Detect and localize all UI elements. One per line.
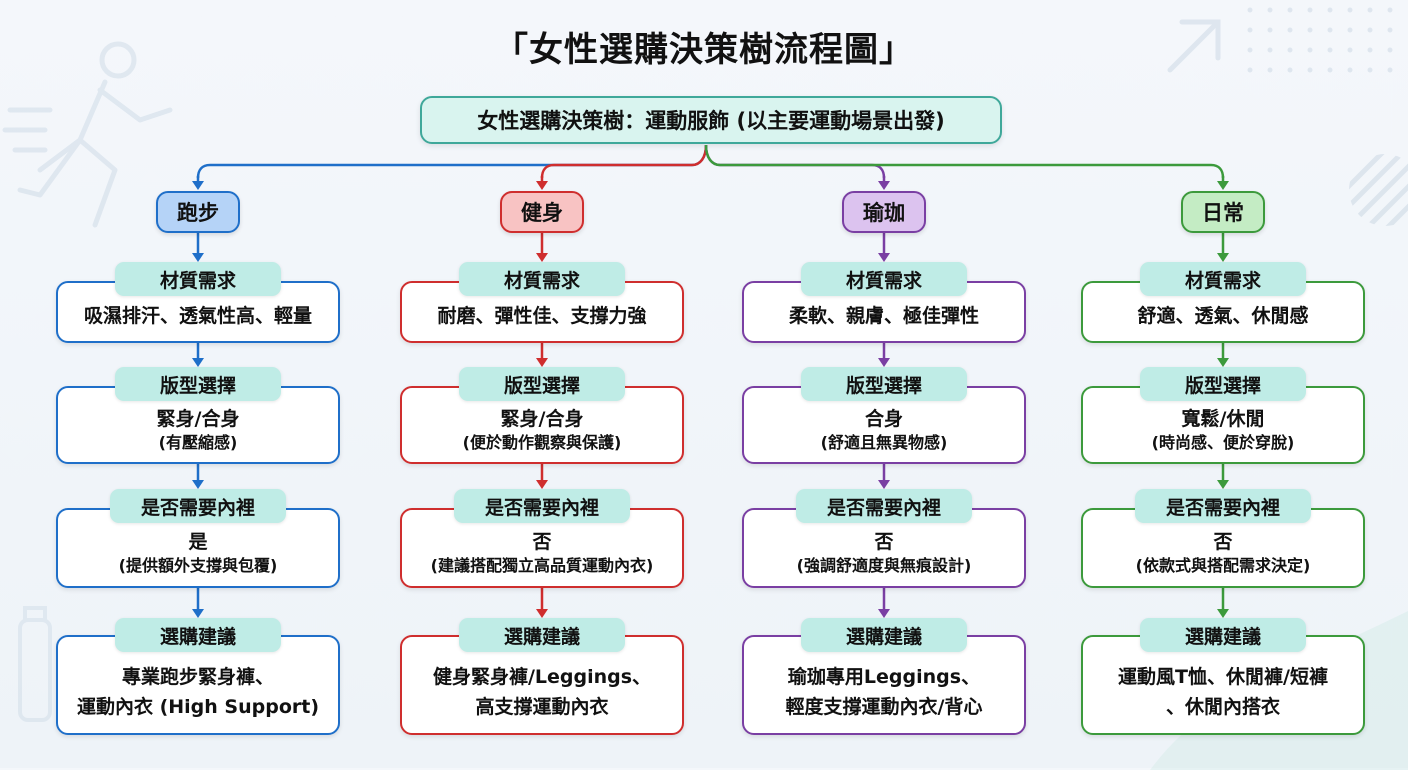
step-arrow-daily-2-head (1217, 480, 1229, 489)
branch-arrow-fitness-head (536, 181, 548, 190)
fitness-fit-label: 版型選擇 (459, 367, 625, 401)
inner-note: (強調舒適度與無痕設計) (796, 556, 972, 575)
material-text: 吸濕排汗、透氣性高、輕量 (83, 305, 312, 327)
step-arrow-daily-0-head (1217, 253, 1229, 262)
root-connector-fitness (540, 144, 708, 179)
root-connector-daily (704, 144, 1225, 179)
step-arrow-running-1-head (192, 358, 204, 367)
daily-advice-label: 選購建議 (1140, 618, 1306, 652)
daily-inner-label: 是否需要內裡 (1135, 489, 1311, 523)
step-arrow-daily-3-head (1217, 609, 1229, 618)
branch-arrow-daily-head (1217, 181, 1229, 190)
advice-line-2: 運動內衣 (High Support) (76, 696, 320, 718)
running-material-label: 材質需求 (115, 262, 281, 296)
branch-daily: 日常 (1181, 191, 1265, 233)
branch-arrow-yoga-head (878, 181, 890, 190)
fit-value: 合身 (864, 408, 903, 430)
branch-arrow-running-head (192, 181, 204, 190)
inner-note: (提供額外支撐與包覆) (118, 556, 278, 575)
advice-line-1: 運動風T恤、休閒褲/短褲 (1118, 666, 1328, 688)
fit-value: 寬鬆/休閒 (1181, 408, 1265, 430)
inner-value: 否 (1213, 531, 1233, 553)
fit-value: 緊身/合身 (156, 408, 240, 430)
yoga-advice-label: 選購建議 (801, 618, 967, 652)
inner-note: (依款式與搭配需求決定) (1135, 556, 1311, 575)
fit-note: (時尚感、便於穿脫) (1151, 433, 1295, 452)
advice-line-1: 專業跑步緊身褲、 (121, 666, 274, 688)
step-arrow-running-2-head (192, 480, 204, 489)
fit-note: (有壓縮感) (158, 433, 238, 452)
branch-yoga: 瑜珈 (842, 191, 926, 233)
page-title: 「女性選購決策樹流程圖」 (494, 30, 914, 70)
fitness-advice-label: 選購建議 (459, 618, 625, 652)
yoga-fit-label: 版型選擇 (801, 367, 967, 401)
advice-line-2: 高支撐運動內衣 (475, 696, 609, 718)
root-connector-running (196, 144, 708, 179)
step-arrow-daily-1-head (1217, 358, 1229, 367)
step-arrow-running-0-head (192, 253, 204, 262)
step-arrow-fitness-2-head (536, 480, 548, 489)
running-inner-label: 是否需要內裡 (110, 489, 286, 523)
branch-fitness: 健身 (500, 191, 584, 233)
inner-value: 是 (188, 531, 208, 553)
root-node: 女性選購決策樹：運動服飾 (以主要運動場景出發) (420, 96, 1002, 144)
advice-line-1: 健身緊身褲/Leggings、 (432, 666, 652, 688)
advice-line-2: 、休閒內搭衣 (1165, 696, 1280, 718)
fitness-material-label: 材質需求 (459, 262, 625, 296)
running-advice-label: 選購建議 (115, 618, 281, 652)
step-arrow-yoga-0-head (878, 253, 890, 262)
root-connector-yoga (704, 144, 886, 179)
daily-fit-label: 版型選擇 (1140, 367, 1306, 401)
fit-note: (舒適且無異物感) (820, 433, 948, 452)
advice-line-2: 輕度支撐運動內衣/背心 (785, 696, 983, 718)
step-arrow-yoga-2-head (878, 480, 890, 489)
material-text: 耐磨、彈性佳、支撐力強 (437, 305, 647, 327)
step-arrow-fitness-1-head (536, 358, 548, 367)
fitness-inner-label: 是否需要內裡 (454, 489, 630, 523)
running-fit-label: 版型選擇 (115, 367, 281, 401)
daily-material-label: 材質需求 (1140, 262, 1306, 296)
inner-value: 否 (532, 531, 552, 553)
running-material-card: 吸濕排汗、透氣性高、輕量 (56, 281, 340, 343)
yoga-inner-label: 是否需要內裡 (796, 489, 972, 523)
material-text: 舒適、透氣、休閒感 (1137, 305, 1309, 327)
fit-note: (便於動作觀察與保護) (462, 433, 622, 452)
advice-line-1: 瑜珈專用Leggings、 (787, 666, 981, 688)
step-arrow-fitness-3-head (536, 609, 548, 618)
material-text: 柔軟、親膚、極佳彈性 (788, 305, 979, 327)
branch-running: 跑步 (156, 191, 240, 233)
running-fit-card: 緊身/合身 (有壓縮感) (56, 386, 340, 464)
fit-value: 緊身/合身 (500, 408, 584, 430)
step-arrow-yoga-1-head (878, 358, 890, 367)
step-arrow-fitness-0-head (536, 253, 548, 262)
step-arrow-running-3-head (192, 609, 204, 618)
yoga-material-label: 材質需求 (801, 262, 967, 296)
inner-note: (建議搭配獨立高品質運動內衣) (430, 556, 654, 575)
inner-value: 否 (874, 531, 894, 553)
step-arrow-yoga-3-head (878, 609, 890, 618)
